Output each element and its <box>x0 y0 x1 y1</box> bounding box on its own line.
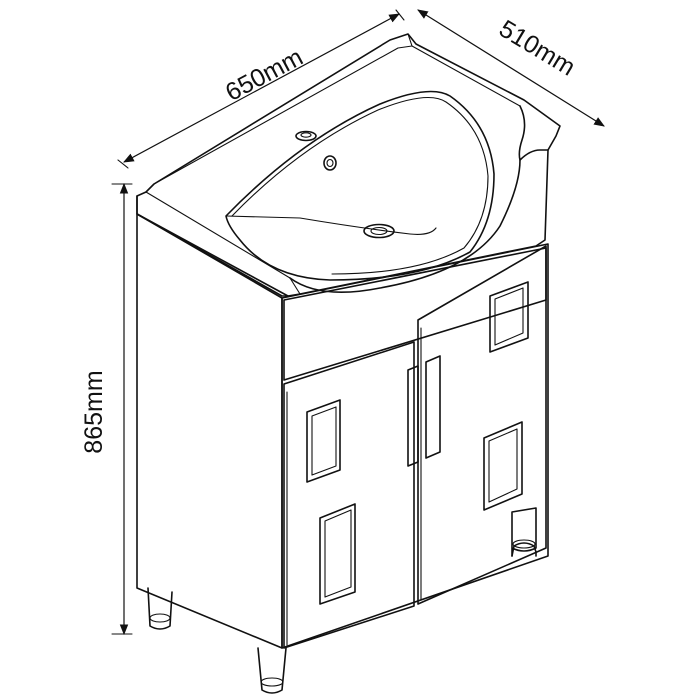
basin-bowl <box>225 90 495 281</box>
width-extension-right <box>395 9 405 21</box>
left-door <box>283 341 415 649</box>
width-dimension-line <box>123 13 400 163</box>
drain-icon <box>363 223 395 239</box>
width-extension-left <box>117 159 129 169</box>
washbasin <box>136 33 561 297</box>
right-door-lower-panel <box>483 421 523 511</box>
depth-dimension-line <box>417 9 605 127</box>
height-label: 865mm <box>80 370 108 453</box>
cabinet-legs <box>147 507 537 694</box>
depth-dimension: 510mm <box>417 9 605 127</box>
width-dimension: 650mm <box>117 9 405 169</box>
left-door-lower-panel-inset <box>324 509 352 598</box>
basin-inner-edge <box>231 97 489 275</box>
basin-front-lip <box>289 149 549 293</box>
left-door-handle <box>407 365 419 467</box>
left-door-upper-panel-inset <box>311 406 337 476</box>
tap-hole <box>295 130 317 142</box>
left-door-lower-panel <box>319 503 356 605</box>
front-left-leg <box>257 647 287 694</box>
cabinet-front-frame <box>281 243 549 649</box>
left-door-upper-panel <box>306 399 341 483</box>
cabinet-side-panel <box>136 213 283 649</box>
right-door <box>417 245 547 605</box>
basin-floor-line <box>225 215 437 235</box>
right-door-lower-panel-inset <box>488 428 518 503</box>
right-door-upper-panel-inset <box>494 287 524 346</box>
overflow-hole <box>323 155 337 171</box>
height-dimension: 865mm <box>80 182 133 636</box>
countertop <box>136 33 561 297</box>
right-door-upper-panel <box>489 281 529 353</box>
front-right-leg <box>511 507 537 557</box>
depth-label: 510mm <box>494 15 580 82</box>
right-door-handle <box>425 355 441 459</box>
back-left-leg <box>147 587 173 630</box>
back-rim <box>153 45 413 185</box>
